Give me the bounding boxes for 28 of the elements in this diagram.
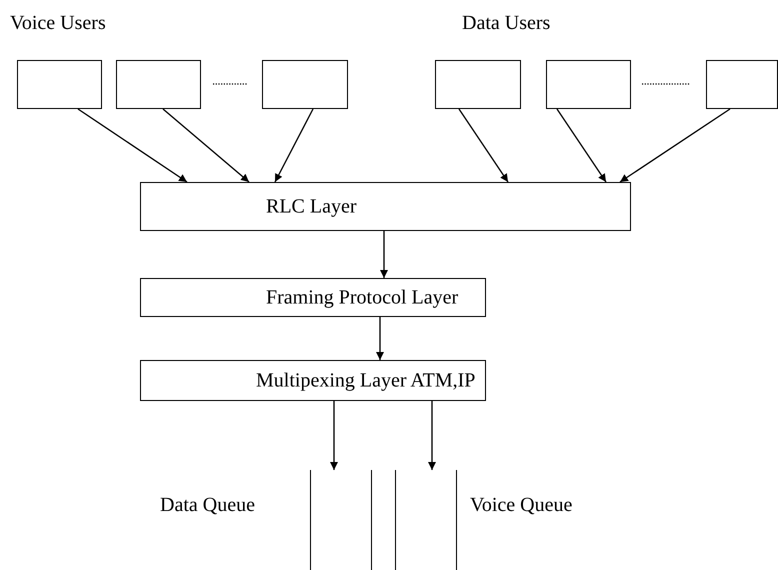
arrow <box>274 108 314 182</box>
layer-box <box>140 360 486 401</box>
layer-label: RLC Layer <box>266 195 357 218</box>
arrow <box>458 108 509 182</box>
arrow <box>376 317 384 360</box>
arrow <box>78 108 188 183</box>
layer-label: Multipexing Layer ATM,IP <box>256 369 476 392</box>
queue-channel <box>310 470 372 570</box>
user-box <box>116 60 201 109</box>
user-box <box>262 60 348 109</box>
user-box <box>546 60 631 109</box>
arrow <box>330 401 338 470</box>
arrow <box>620 108 730 183</box>
group-heading: Voice Users <box>10 12 106 35</box>
user-box <box>706 60 778 109</box>
layer-box <box>140 182 631 231</box>
arrow <box>380 231 388 278</box>
arrow <box>556 108 607 182</box>
group-heading: Data Users <box>462 12 550 35</box>
user-box <box>17 60 102 109</box>
arrow <box>428 401 436 470</box>
queue-channel <box>395 470 457 570</box>
arrow <box>162 108 250 182</box>
queue-label: Voice Queue <box>470 494 572 517</box>
user-box <box>435 60 521 109</box>
layer-box <box>140 278 486 317</box>
layer-label: Framing Protocol Layer <box>266 286 458 309</box>
queue-label: Data Queue <box>160 494 255 517</box>
